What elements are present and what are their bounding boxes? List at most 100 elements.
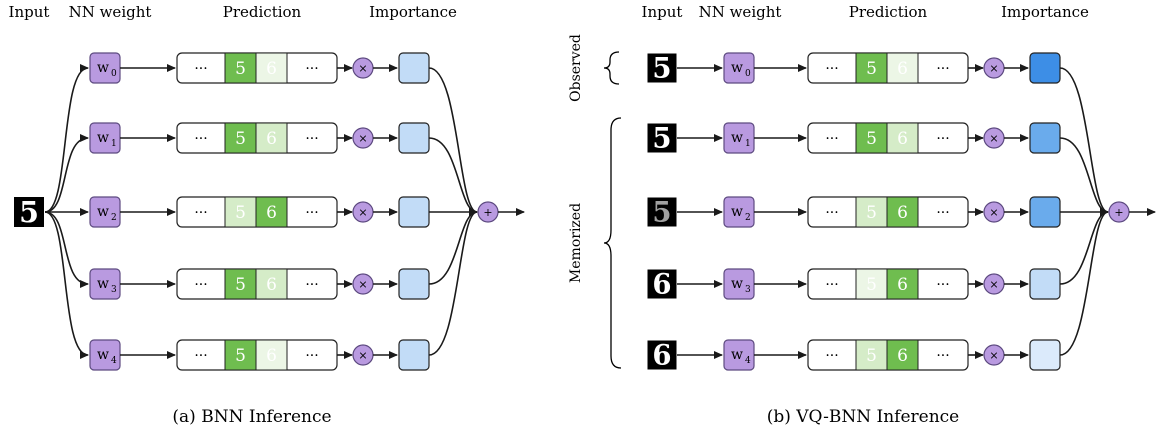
importance-box bbox=[1029, 196, 1061, 228]
prediction-ellipsis-left: ··· bbox=[194, 205, 207, 221]
prediction-class-5-cell bbox=[224, 268, 257, 300]
prediction-class-5-cell bbox=[855, 196, 888, 228]
importance-box bbox=[1029, 339, 1061, 371]
weight-label: w bbox=[97, 347, 109, 363]
weight-subscript: 0 bbox=[745, 69, 751, 79]
prediction-class-5-cell bbox=[224, 196, 257, 228]
weight-label: w bbox=[731, 347, 743, 363]
prediction-class-5-label: 5 bbox=[235, 129, 246, 149]
input-digit: 5 bbox=[652, 53, 671, 85]
prediction-class-6-label: 6 bbox=[897, 59, 908, 79]
input-image bbox=[647, 53, 677, 83]
prediction-class-5-label: 5 bbox=[866, 59, 877, 79]
prediction-class-6-cell bbox=[886, 196, 919, 228]
prediction-ellipsis-right: ··· bbox=[305, 131, 318, 147]
prediction-class-5-label: 5 bbox=[866, 129, 877, 149]
prediction-class-5-cell bbox=[855, 339, 888, 371]
prediction-ellipsis-right: ··· bbox=[305, 348, 318, 364]
importance-box bbox=[398, 122, 430, 154]
arrow-to-weight bbox=[44, 211, 89, 359]
prediction-class-6-cell bbox=[886, 122, 919, 154]
prediction-class-5-label: 5 bbox=[866, 275, 877, 295]
weight-subscript: 1 bbox=[111, 139, 117, 149]
arrow-to-sum bbox=[428, 208, 478, 356]
prediction-class-6-cell bbox=[886, 268, 919, 300]
input-image bbox=[647, 197, 677, 227]
multiply-symbol: × bbox=[989, 206, 998, 219]
multiply-symbol: × bbox=[358, 349, 367, 362]
prediction-class-5-cell bbox=[224, 122, 257, 154]
weight-label: w bbox=[731, 276, 743, 292]
prediction-class-6-label: 6 bbox=[266, 203, 277, 223]
input-digit: 6 bbox=[652, 340, 671, 372]
arrow-to-weight bbox=[44, 211, 89, 288]
prediction-ellipsis-right: ··· bbox=[936, 277, 949, 293]
prediction-class-5-cell bbox=[224, 52, 257, 84]
prediction-ellipsis-left: ··· bbox=[825, 131, 838, 147]
prediction-class-6-cell bbox=[255, 268, 288, 300]
input-image bbox=[647, 340, 677, 370]
arrow-to-sum bbox=[428, 67, 478, 216]
input-digit: 5 bbox=[19, 195, 39, 229]
bracket-memorized bbox=[603, 117, 622, 369]
caption-bnn: (a) BNN Inference bbox=[172, 407, 331, 427]
prediction-class-6-label: 6 bbox=[897, 203, 908, 223]
prediction-class-5-label: 5 bbox=[235, 275, 246, 295]
arrow-to-sum bbox=[428, 208, 478, 285]
prediction-ellipsis-left: ··· bbox=[825, 61, 838, 77]
input-digit: 6 bbox=[652, 269, 671, 301]
header-input: Input bbox=[9, 3, 50, 21]
prediction-ellipsis-right: ··· bbox=[936, 61, 949, 77]
prediction-class-6-label: 6 bbox=[897, 129, 908, 149]
prediction-class-6-label: 6 bbox=[897, 275, 908, 295]
multiply-symbol: × bbox=[358, 62, 367, 75]
input-image bbox=[647, 123, 677, 153]
prediction-class-5-label: 5 bbox=[866, 203, 877, 223]
importance-box bbox=[398, 196, 430, 228]
weight-subscript: 3 bbox=[745, 285, 751, 295]
weight-label: w bbox=[97, 204, 109, 220]
prediction-class-6-cell bbox=[886, 52, 919, 84]
header-prediction: Prediction bbox=[849, 3, 928, 21]
prediction-class-6-cell bbox=[255, 122, 288, 154]
header-prediction: Prediction bbox=[223, 3, 302, 21]
arrow-to-sum bbox=[1059, 208, 1109, 356]
prediction-class-5-label: 5 bbox=[235, 59, 246, 79]
weight-subscript: 4 bbox=[745, 356, 751, 366]
weight-subscript: 2 bbox=[745, 213, 751, 223]
multiply-symbol: × bbox=[358, 278, 367, 291]
prediction-class-6-label: 6 bbox=[266, 59, 277, 79]
arrow-to-weight bbox=[44, 64, 89, 213]
multiply-symbol: × bbox=[989, 349, 998, 362]
sum-symbol: + bbox=[483, 206, 492, 219]
header-importance: Importance bbox=[1001, 3, 1089, 21]
prediction-class-6-label: 6 bbox=[897, 346, 908, 366]
prediction-ellipsis-left: ··· bbox=[825, 205, 838, 221]
prediction-ellipsis-left: ··· bbox=[194, 277, 207, 293]
prediction-ellipsis-right: ··· bbox=[305, 205, 318, 221]
arrow-to-weight bbox=[44, 134, 89, 213]
header-input: Input bbox=[642, 3, 683, 21]
group-label-observed: Observed bbox=[568, 34, 584, 102]
importance-box bbox=[1029, 122, 1061, 154]
arrow-to-sum bbox=[1059, 67, 1109, 216]
prediction-ellipsis-left: ··· bbox=[194, 131, 207, 147]
prediction-class-5-cell bbox=[855, 52, 888, 84]
prediction-ellipsis-right: ··· bbox=[305, 277, 318, 293]
multiply-symbol: × bbox=[989, 132, 998, 145]
header-importance: Importance bbox=[369, 3, 457, 21]
weight-subscript: 1 bbox=[745, 139, 751, 149]
importance-box bbox=[398, 52, 430, 84]
prediction-ellipsis-left: ··· bbox=[825, 348, 838, 364]
prediction-class-5-label: 5 bbox=[235, 203, 246, 223]
header-nn-weight: NN weight bbox=[69, 3, 152, 21]
importance-box bbox=[398, 339, 430, 371]
multiply-symbol: × bbox=[989, 278, 998, 291]
weight-label: w bbox=[97, 60, 109, 76]
prediction-class-6-label: 6 bbox=[266, 129, 277, 149]
input-digit: 5 bbox=[652, 197, 671, 229]
input-image bbox=[14, 197, 44, 227]
